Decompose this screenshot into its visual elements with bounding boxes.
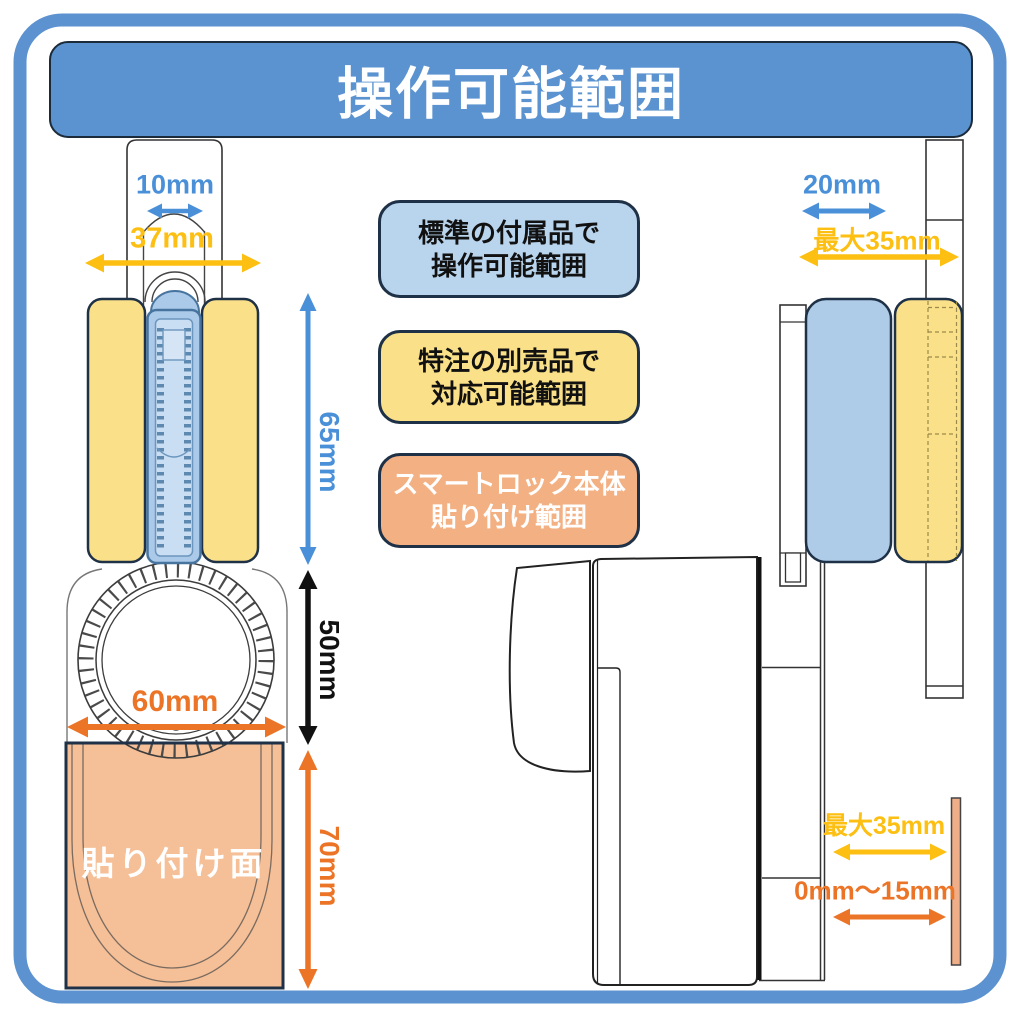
arrow-plate-width	[85, 253, 261, 273]
arrow-thumbturn-depth	[802, 202, 886, 220]
thumbturn-bracket	[779, 304, 807, 587]
lock-body	[592, 555, 758, 986]
legend-attach-line2: 貼り付け範囲	[430, 502, 587, 532]
attach-surface-label: 貼り付け面	[81, 845, 267, 882]
arrow-dial-width	[67, 716, 286, 738]
legend-attach-range: スマートロック本体 貼り付け範囲	[378, 453, 640, 548]
attach-strip	[950, 797, 962, 966]
legend-standard-range: 標準の付属品で 操作可能範囲	[378, 200, 640, 298]
legend-custom-line1: 特注の別売品で	[417, 345, 600, 376]
arrow-lower-height	[298, 750, 318, 989]
dim-dial-height: 50mm	[314, 619, 345, 701]
legend-custom-range: 特注の別売品で 対応可能範囲	[378, 330, 640, 424]
legend-standard-line1: 標準の付属品で	[417, 217, 600, 248]
outer-frame	[13, 13, 1007, 1004]
page-title: 操作可能範囲	[337, 62, 685, 126]
battery-cap	[508, 559, 591, 773]
attach-surface-area	[66, 743, 283, 988]
arrow-thumbturn-width	[147, 203, 203, 219]
dim-max-body-offset: 最大35mm	[822, 812, 946, 840]
legend-attach-line1: スマートロック本体	[392, 469, 626, 499]
arrow-dial-height	[298, 570, 318, 745]
dim-max-thumbturn-depth: 最大35mm	[813, 225, 941, 256]
arrow-upper-height	[299, 293, 317, 565]
dial	[77, 561, 275, 759]
thumbturn	[146, 290, 202, 565]
arrow-max-body-offset	[833, 843, 947, 861]
front-view-drawing	[64, 139, 318, 990]
dim-door-edge-offset: 0mm〜15mm	[794, 875, 956, 906]
dim-thumbturn-depth: 20mm	[802, 169, 882, 200]
dim-plate-width: 37mm	[130, 222, 214, 255]
arrow-max-thumbturn-depth	[799, 247, 959, 267]
side-view-drawing	[508, 139, 964, 986]
title-bar	[49, 41, 973, 138]
dim-thumbturn-width: 10mm	[135, 169, 215, 200]
custom-range-pad-right	[200, 297, 260, 564]
dim-lower-height: 70mm	[314, 825, 345, 907]
legend-standard-line2: 操作可能範囲	[430, 250, 587, 281]
legend-custom-line2: 対応可能範囲	[430, 378, 587, 409]
standard-range-box	[804, 297, 893, 564]
custom-range-pad-left	[86, 297, 147, 564]
dim-upper-height: 65mm	[314, 411, 345, 493]
dim-dial-width: 60mm	[131, 685, 219, 718]
arrow-door-edge-offset	[833, 908, 946, 926]
